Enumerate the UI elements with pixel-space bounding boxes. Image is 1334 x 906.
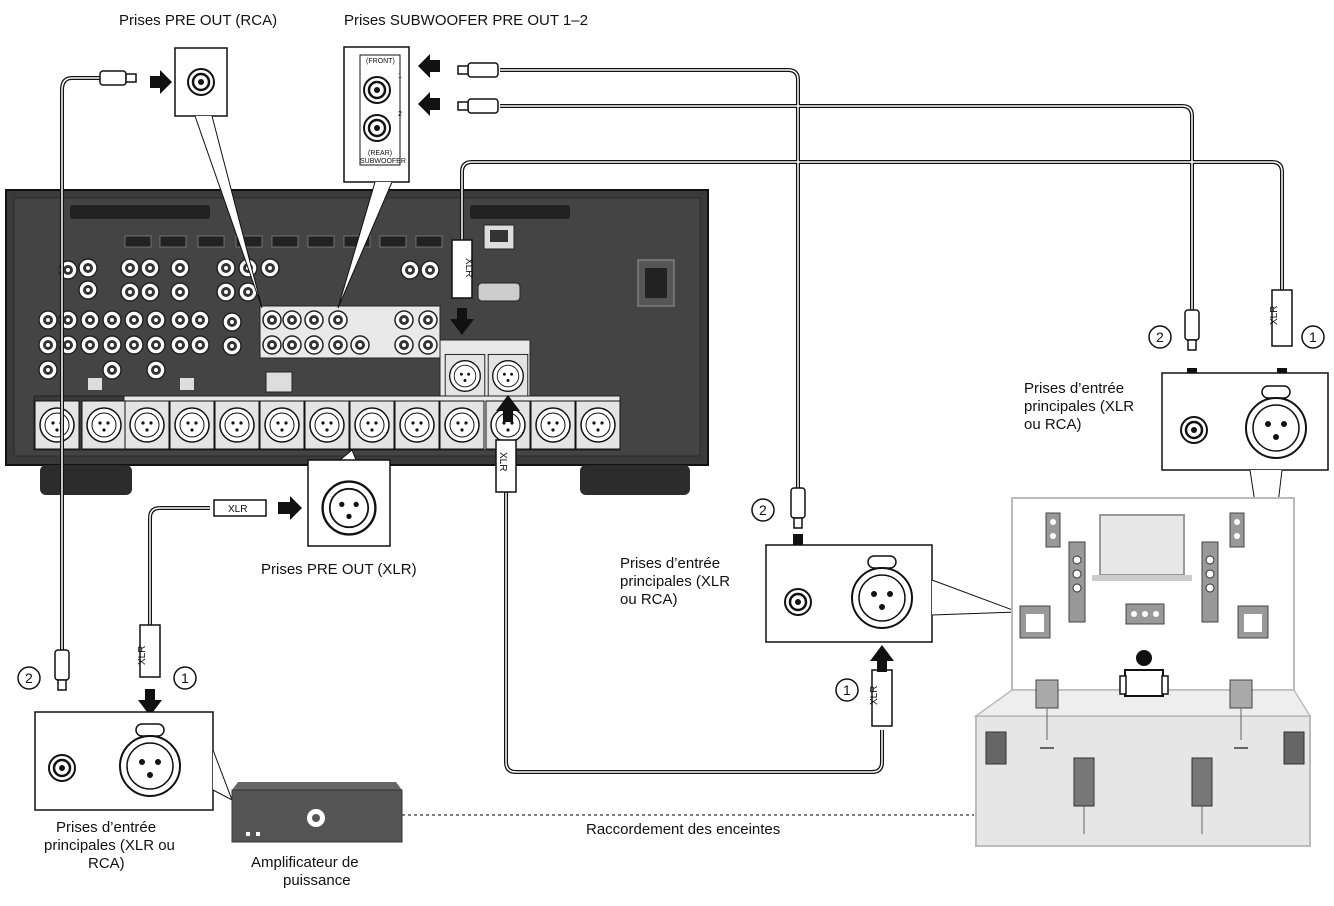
xlr-plug-label-right: XLR bbox=[1269, 306, 1280, 325]
main-input-left-line3: RCA) bbox=[88, 855, 125, 872]
main-input-mid-line1: Prises d’entrée bbox=[620, 555, 720, 572]
pre-out-rca-label: Prises PRE OUT (RCA) bbox=[119, 12, 277, 29]
sub-pre-out-callout: (FRONT) 1 2 (REAR) SUBWOOFER bbox=[337, 46, 410, 309]
marker-one-right: 1 bbox=[1309, 329, 1317, 345]
pre-out-rca-callout bbox=[174, 47, 263, 309]
main-input-box-mid bbox=[765, 544, 1019, 643]
main-input-left-line1: Prises d’entrée bbox=[56, 819, 156, 836]
main-input-right-line1: Prises d’entrée bbox=[1024, 380, 1124, 397]
main-input-mid-line3: ou RCA) bbox=[620, 591, 678, 608]
marker-one-mid: 1 bbox=[843, 682, 851, 698]
pre-out-xlr-callout bbox=[307, 449, 391, 547]
arrows bbox=[50, 54, 1294, 745]
marker-two-right: 2 bbox=[1156, 329, 1164, 345]
jack-2-mark: 2 bbox=[398, 111, 402, 118]
main-input-right-line3: ou RCA) bbox=[1024, 416, 1082, 433]
marker-two-left: 2 bbox=[25, 670, 33, 686]
main-input-mid-line2: principales (XLR bbox=[620, 573, 730, 590]
front-speakers bbox=[1019, 512, 1269, 639]
main-input-box-left bbox=[34, 711, 233, 811]
speaker-room bbox=[973, 497, 1312, 847]
amplifier-label-line1: Amplificateur de bbox=[251, 854, 359, 871]
jack-1-mark: 1 bbox=[398, 73, 402, 80]
xlr-plug-label-top: XLR bbox=[463, 258, 474, 277]
speaker-connection-label: Raccordement des enceintes bbox=[586, 821, 780, 838]
xlr-plug-label-left: XLR bbox=[137, 646, 148, 665]
main-input-left-line2: principales (XLR ou bbox=[44, 837, 175, 854]
marker-one-left: 1 bbox=[181, 670, 189, 686]
rear-label: (REAR) bbox=[368, 150, 392, 157]
marker-two-mid: 2 bbox=[759, 502, 767, 518]
pre-out-xlr-label: Prises PRE OUT (XLR) bbox=[261, 561, 417, 578]
amplifier-label-line2: puissance bbox=[283, 872, 351, 889]
surround-speakers bbox=[985, 679, 1305, 834]
main-input-right-line2: principales (XLR bbox=[1024, 398, 1134, 415]
subwoofer-label: SUBWOOFER bbox=[360, 158, 406, 165]
xlr-plug-label-receiver: XLR bbox=[497, 452, 508, 471]
sub-pre-out-label: Prises SUBWOOFER PRE OUT 1–2 bbox=[344, 12, 588, 29]
xlr-plug-label-amp: XLR bbox=[228, 504, 247, 515]
power-amplifier bbox=[231, 782, 403, 843]
front-label: (FRONT) bbox=[366, 58, 395, 65]
xlr-plugs: XLR XLR XLR XLR XLR XLR bbox=[137, 239, 1293, 727]
listener bbox=[1119, 650, 1169, 697]
av-receiver bbox=[5, 189, 709, 495]
rca-plugs bbox=[54, 62, 1200, 691]
xlr-plug-label-mid: XLR bbox=[869, 686, 880, 705]
step-markers: 2 1 2 1 2 1 bbox=[17, 325, 1325, 702]
